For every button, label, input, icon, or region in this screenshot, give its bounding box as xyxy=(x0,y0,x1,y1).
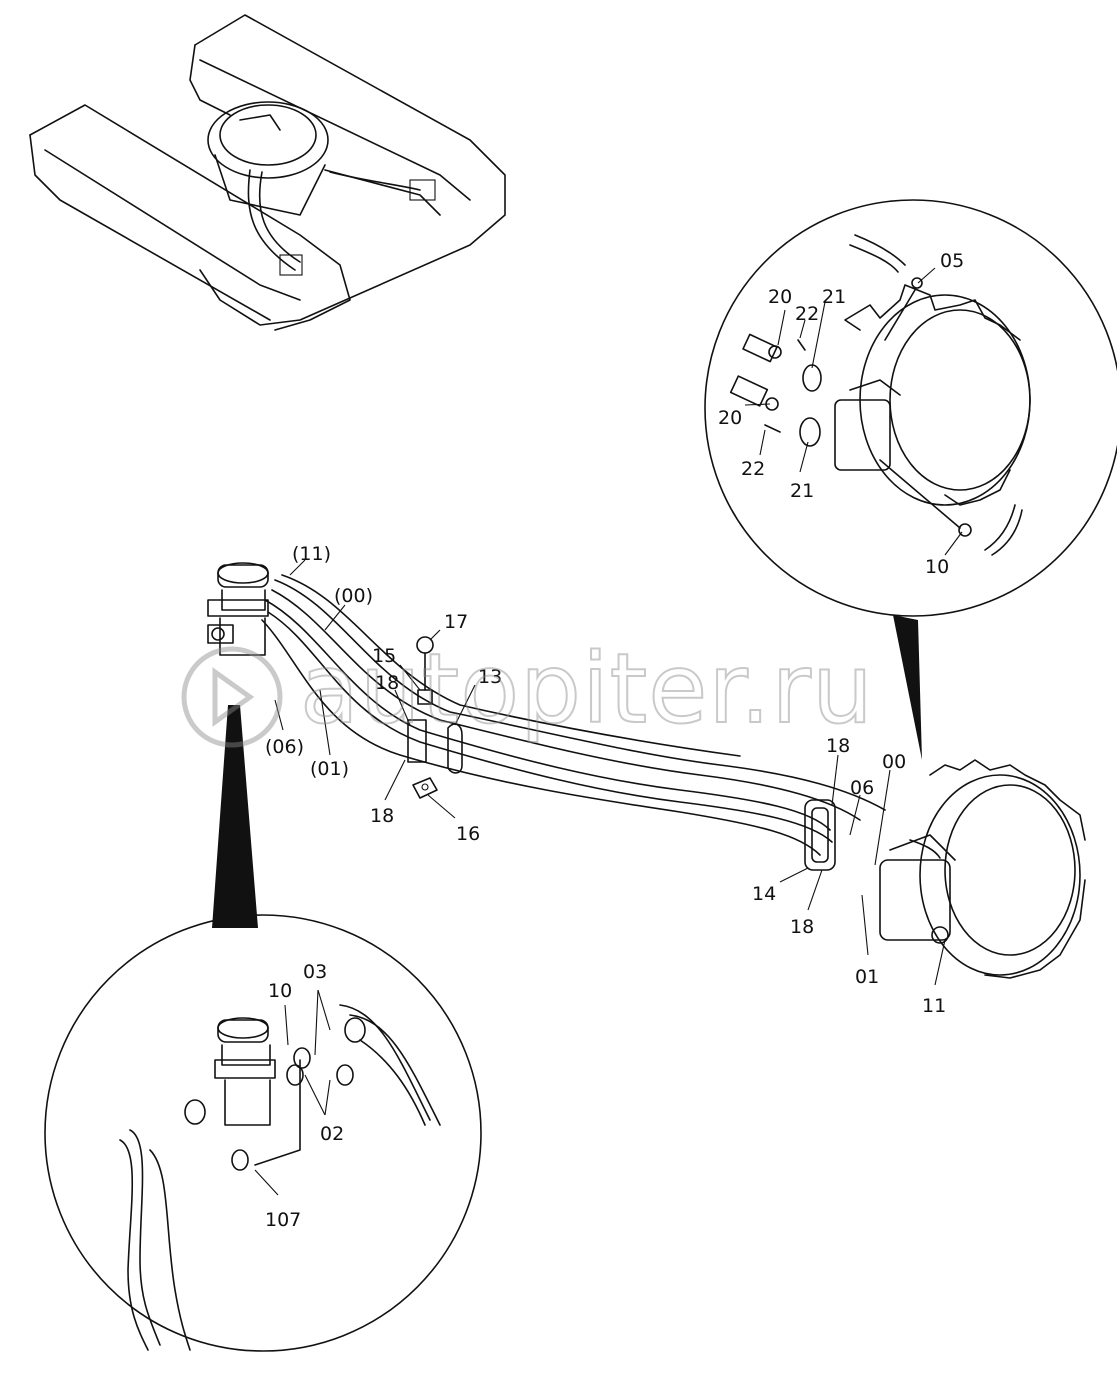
motor-port-detail-circle xyxy=(704,199,1117,617)
travel-motor-sprocket xyxy=(879,759,1086,979)
label-20-lower: 20 xyxy=(718,407,742,429)
label-20-upper: 20 xyxy=(768,286,792,308)
part-labels: 05 20 22 21 20 22 21 10 (11) (00) (06) (… xyxy=(265,250,964,1231)
label-01: 01 xyxy=(855,966,879,988)
label-11-paren: (11) xyxy=(292,543,331,565)
label-11: 11 xyxy=(922,995,946,1017)
label-10-bottom-detail: 10 xyxy=(268,980,292,1002)
main-hose-assembly xyxy=(207,562,886,871)
top-detail-pointer xyxy=(893,615,922,760)
label-14: 14 xyxy=(752,883,776,905)
label-21-upper: 21 xyxy=(822,286,846,308)
label-15: 15 xyxy=(372,645,396,667)
label-03: 03 xyxy=(303,961,327,983)
undercarriage-overview xyxy=(29,14,506,331)
watermark-text: autopiter.ru xyxy=(300,633,874,745)
label-107: 107 xyxy=(265,1209,301,1231)
swivel-joint-detail-circle xyxy=(44,914,482,1352)
label-00: 00 xyxy=(882,751,906,773)
label-06: 06 xyxy=(850,777,874,799)
label-02: 02 xyxy=(320,1123,344,1145)
bottom-detail-pointer xyxy=(212,705,258,928)
label-18-right-upper: 18 xyxy=(826,735,850,757)
label-18-right-lower: 18 xyxy=(790,916,814,938)
label-13: 13 xyxy=(478,666,502,688)
watermark: autopiter.ru xyxy=(181,632,874,748)
label-21-lower: 21 xyxy=(790,480,814,502)
label-00-paren: (00) xyxy=(334,585,373,607)
label-16: 16 xyxy=(456,823,480,845)
label-05: 05 xyxy=(940,250,964,272)
label-10-top-detail: 10 xyxy=(925,556,949,578)
label-18-lower: 18 xyxy=(370,805,394,827)
label-06-paren: (06) xyxy=(265,736,304,758)
label-17: 17 xyxy=(444,611,468,633)
label-22-upper: 22 xyxy=(795,303,819,325)
label-01-paren: (01) xyxy=(310,758,349,780)
label-18-upper: 18 xyxy=(375,672,399,694)
leader-lines xyxy=(254,267,963,1196)
label-22-lower: 22 xyxy=(741,458,765,480)
